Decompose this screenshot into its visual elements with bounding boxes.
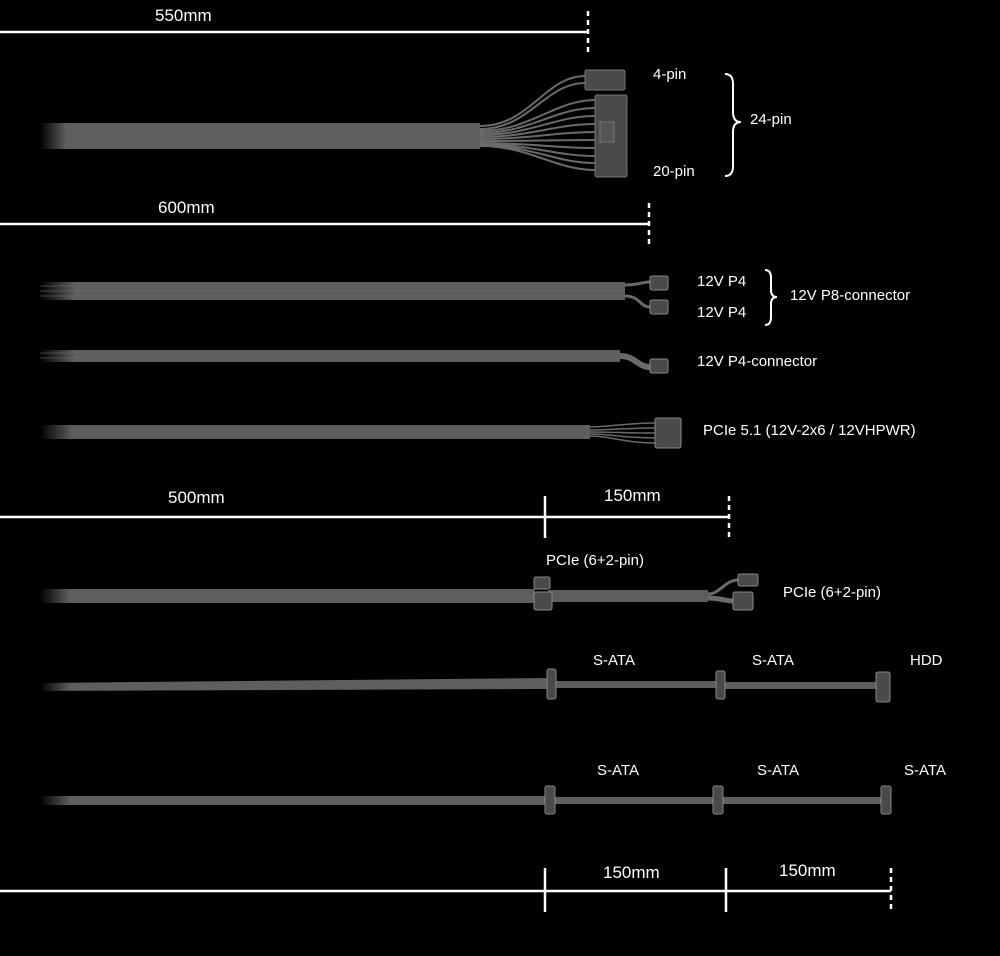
dimension-label-500: 500mm xyxy=(168,488,225,507)
eps-dual-cable xyxy=(40,275,669,315)
label-20pin: 20-pin xyxy=(653,163,695,180)
label-sata-hdd-second: S-ATA xyxy=(752,652,794,669)
pcie-hp-cable xyxy=(40,417,682,449)
label-sata-hdd-first: S-ATA xyxy=(593,652,635,669)
label-pcie-hp: PCIe 5.1 (12V-2x6 / 12VHPWR) xyxy=(703,422,916,439)
dimension-line-550mm xyxy=(0,11,590,52)
label-4pin: 4-pin xyxy=(653,66,687,83)
dimension-label-550: 550mm xyxy=(155,6,212,25)
label-sata-third: S-ATA xyxy=(904,762,946,779)
dimension-label-150-c: 150mm xyxy=(779,861,836,880)
dimension-line-bottom xyxy=(0,868,893,912)
brace-24pin xyxy=(724,73,742,177)
label-12v-p4-connector: 12V P4-connector xyxy=(697,353,818,370)
dimension-line-500-150 xyxy=(0,496,731,538)
dimension-line-600mm xyxy=(0,203,651,245)
eps-single-cable xyxy=(40,350,669,374)
label-12v-p4-second: 12V P4 xyxy=(697,304,747,321)
sata-triple-cable xyxy=(40,785,892,815)
dimension-label-150-a: 150mm xyxy=(604,486,661,505)
brace-p8 xyxy=(764,269,778,326)
label-pcie-daisy-second: PCIe (6+2-pin) xyxy=(783,584,881,601)
label-pcie-daisy-first: PCIe (6+2-pin) xyxy=(546,552,644,569)
sata-hdd-cable xyxy=(40,668,891,703)
label-hdd: HDD xyxy=(910,652,943,669)
dimension-label-150-b: 150mm xyxy=(603,863,660,882)
label-12v-p4-first: 12V P4 xyxy=(697,273,747,290)
dimension-label-600: 600mm xyxy=(158,198,215,217)
label-sata-second: S-ATA xyxy=(757,762,799,779)
label-12v-p8: 12V P8-connector xyxy=(790,287,911,304)
label-sata-first: S-ATA xyxy=(597,762,639,779)
atx-cable xyxy=(40,69,628,178)
pcie-daisy-cable xyxy=(40,573,759,611)
label-24pin: 24-pin xyxy=(750,111,792,128)
